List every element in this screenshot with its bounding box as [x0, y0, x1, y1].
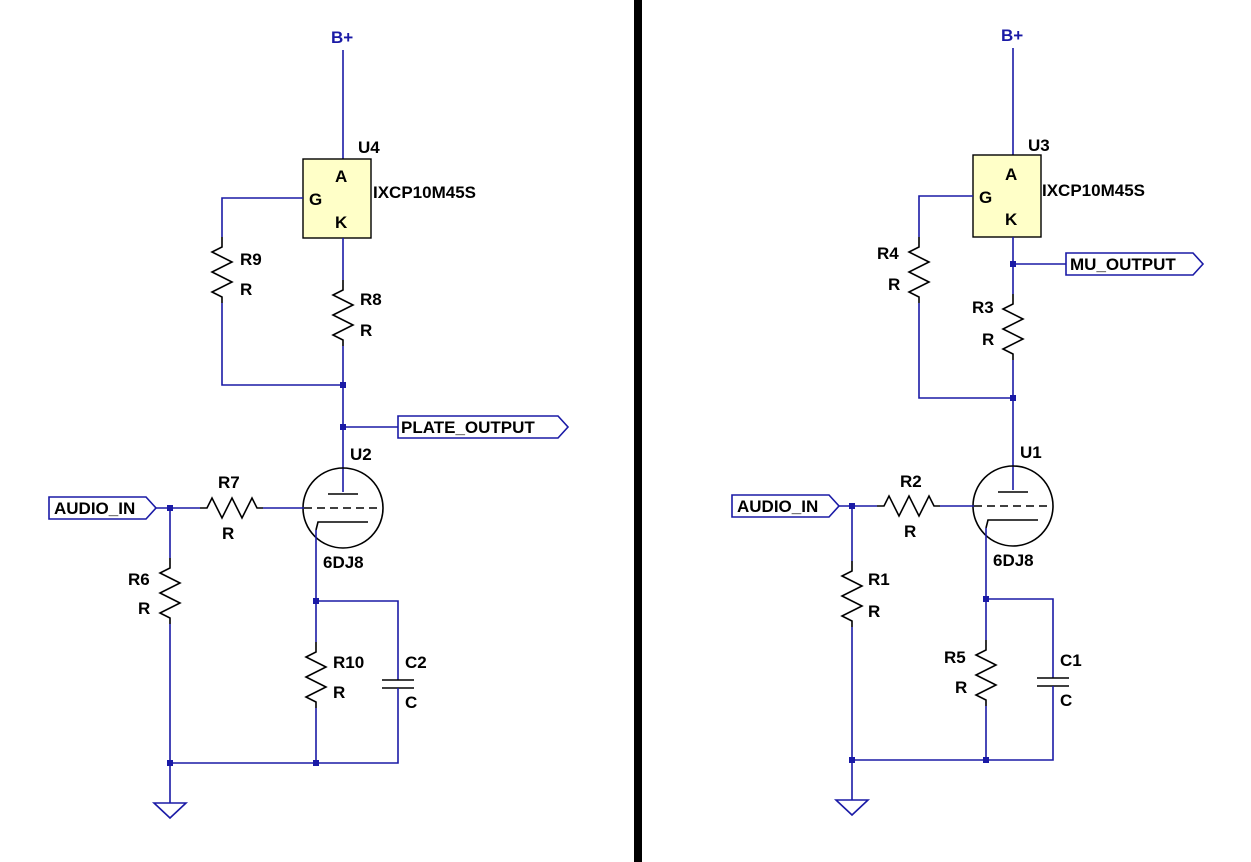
right-power-label: B+	[1001, 26, 1023, 45]
left-cap-bottom-wire	[170, 688, 399, 764]
left-ic-body	[302, 158, 372, 239]
right-ic-pin-g: G	[979, 188, 992, 207]
right-tube-cathode	[985, 519, 1038, 529]
right-r2-symbol	[877, 494, 940, 518]
right-r4-val: R	[888, 275, 900, 294]
left-ic-part: IXCP10M45S	[373, 183, 476, 202]
right-out-net-flag	[1065, 252, 1205, 276]
left-circuit: B+ U4 A G K IXCP10M45S R9 R R8 R PLATE_O…	[48, 28, 570, 820]
left-r7-ref: R7	[218, 473, 240, 492]
left-ic-pin-a: A	[335, 167, 347, 186]
right-r5-symbol	[974, 640, 998, 706]
right-junction	[1010, 395, 1016, 401]
right-cap-top-wire	[986, 598, 1054, 678]
right-c1-val: C	[1060, 691, 1072, 710]
right-r1-val: R	[868, 602, 880, 621]
left-r6-ref: R6	[128, 570, 150, 589]
right-ic-body	[972, 154, 1042, 238]
left-junction	[313, 760, 319, 766]
right-r1-symbol	[840, 561, 864, 627]
left-cap-top-wire	[316, 600, 399, 680]
left-r9-symbol	[210, 237, 234, 303]
right-r5-val: R	[955, 678, 967, 697]
left-c2-ref: C2	[405, 653, 427, 672]
left-r9-ref: R9	[240, 250, 262, 269]
right-ground-symbol	[833, 799, 871, 817]
right-r5-ref: R5	[944, 648, 966, 667]
right-circuit: B+ U3 A G K IXCP10M45S R4 R MU_OUTPUT R3…	[731, 26, 1205, 817]
left-gate-wire	[221, 197, 303, 237]
left-junction	[340, 382, 346, 388]
left-ic-pin-k: K	[335, 213, 348, 232]
right-junction	[849, 757, 855, 763]
right-r3-symbol	[1001, 294, 1025, 360]
left-r10-val: R	[333, 683, 345, 702]
left-r9-bottom-wire	[221, 303, 343, 386]
right-ic-part: IXCP10M45S	[1042, 181, 1145, 200]
left-junction	[167, 760, 173, 766]
panel-divider	[634, 0, 642, 862]
right-r4-symbol	[907, 237, 931, 303]
right-r4-bottom-wire	[918, 303, 1013, 399]
left-tube-ref: U2	[350, 445, 372, 464]
left-r8-ref: R8	[360, 290, 382, 309]
left-out-net-flag	[397, 415, 570, 439]
left-in-net-label: AUDIO_IN	[54, 499, 135, 518]
right-gate-wire	[918, 195, 973, 237]
right-ic-pin-a: A	[1005, 165, 1017, 184]
left-r8-val: R	[360, 321, 372, 340]
right-tube-part: 6DJ8	[993, 551, 1034, 570]
right-cap-bottom-wire	[852, 686, 1054, 761]
left-r10-ref: R10	[333, 653, 364, 672]
left-r8-symbol	[331, 280, 355, 346]
left-ic-pin-g: G	[309, 190, 322, 209]
right-junction	[983, 757, 989, 763]
left-c2-val: C	[405, 693, 417, 712]
right-in-net-flag	[731, 494, 841, 518]
left-r10-symbol	[304, 642, 328, 708]
left-ground-symbol	[151, 802, 189, 820]
right-r2-val: R	[904, 522, 916, 541]
left-out-net-label: PLATE_OUTPUT	[401, 418, 535, 437]
right-r1-ref: R1	[868, 570, 890, 589]
right-r3-val: R	[982, 330, 994, 349]
left-r6-symbol	[158, 558, 182, 624]
left-in-net-flag	[48, 496, 158, 520]
left-ic-ref: U4	[358, 138, 380, 157]
left-power-label: B+	[331, 28, 353, 47]
right-r3-ref: R3	[972, 298, 994, 317]
right-c1-ref: C1	[1060, 651, 1082, 670]
left-tube-part: 6DJ8	[323, 553, 364, 572]
right-out-net-label: MU_OUTPUT	[1070, 255, 1176, 274]
right-ic-pin-k: K	[1005, 210, 1018, 229]
right-r4-ref: R4	[877, 244, 899, 263]
right-in-net-label: AUDIO_IN	[737, 497, 818, 516]
left-r9-val: R	[240, 280, 252, 299]
left-tube-cathode	[315, 521, 368, 531]
left-r7-val: R	[222, 524, 234, 543]
right-ic-ref: U3	[1028, 136, 1050, 155]
right-tube-ref: U1	[1020, 443, 1042, 462]
right-r2-ref: R2	[900, 472, 922, 491]
left-r7-symbol	[200, 496, 263, 520]
left-r6-val: R	[138, 599, 150, 618]
